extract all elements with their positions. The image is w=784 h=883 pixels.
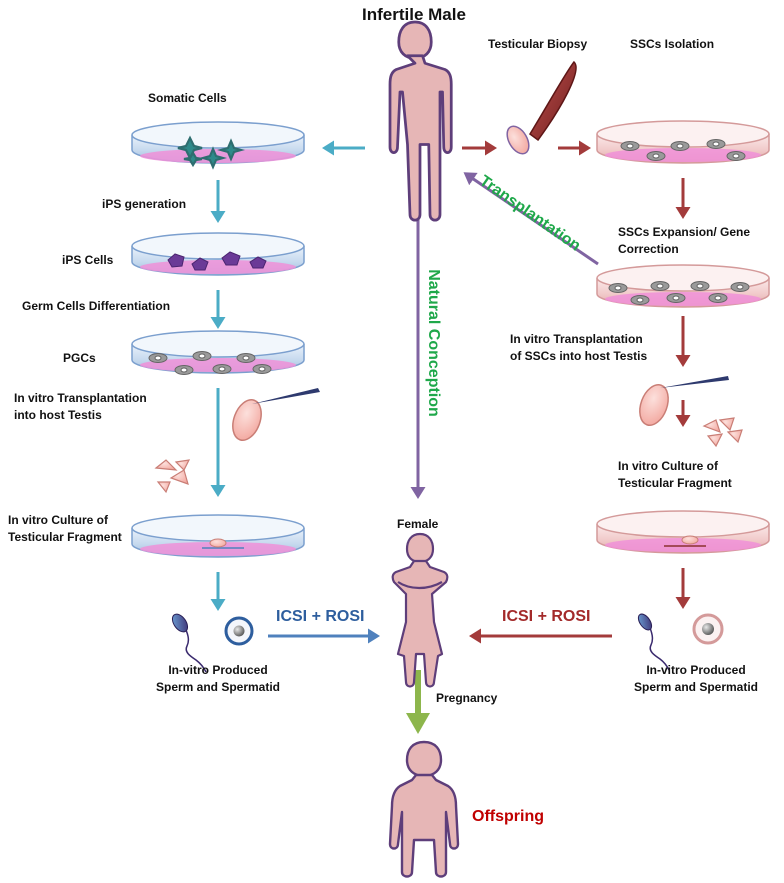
label-right-transplant: In vitro Transplantation of SSCs into ho… bbox=[510, 331, 647, 366]
label-right-produced-line2: Sperm and Spermatid bbox=[633, 680, 759, 695]
label-sscs-expansion-line1: SSCs Expansion/ Gene bbox=[618, 225, 751, 239]
ips-cell-icons bbox=[167, 251, 267, 271]
human-female-icon bbox=[391, 532, 449, 688]
label-right-transplant-line2: of SSCs into host Testis bbox=[510, 349, 648, 364]
testis-fragment-icon bbox=[209, 538, 227, 548]
label-pregnancy: Pregnancy bbox=[436, 691, 498, 705]
needle-icon-right bbox=[660, 376, 729, 388]
petri-dish-pgcs bbox=[131, 330, 305, 375]
sperm-icon-left bbox=[171, 613, 207, 673]
label-sscs-expansion-line2: Correction bbox=[618, 242, 679, 257]
label-female: Female bbox=[397, 517, 439, 531]
label-offspring: Offspring bbox=[472, 808, 544, 825]
human-male-icon bbox=[388, 20, 453, 222]
testis-fragment-icon bbox=[681, 535, 699, 545]
label-testicular-biopsy: Testicular Biopsy bbox=[488, 37, 588, 51]
label-natural-conception: Natural Conception bbox=[425, 269, 442, 417]
label-right-transplant-line1: In vitro Transplantation bbox=[510, 332, 643, 346]
label-left-produced: In-vitro Produced Sperm and Spermatid bbox=[138, 662, 298, 697]
label-left-transplant: In vitro Transplantation into host Testi… bbox=[14, 390, 147, 425]
pgc-cell-icons bbox=[148, 351, 272, 375]
petri-dish-culture-left bbox=[131, 514, 305, 558]
label-left-transplant-line1: In vitro Transplantation bbox=[14, 391, 147, 405]
title-infertile-male: Infertile Male bbox=[362, 5, 466, 24]
human-child-icon bbox=[388, 740, 460, 878]
arrow-transplantation bbox=[463, 172, 599, 266]
label-icsi-rosi-left: ICSI + ROSI bbox=[276, 608, 365, 625]
sperm-icon-right bbox=[637, 613, 670, 671]
label-sscs-isolation: SSCs Isolation bbox=[630, 37, 715, 51]
label-ips-generation: iPS generation bbox=[102, 197, 187, 211]
arrows bbox=[210, 140, 691, 734]
label-right-produced-line1: In-vitro Produced bbox=[646, 663, 746, 677]
biopsy-icon bbox=[506, 60, 577, 155]
petri-dish-ips bbox=[131, 232, 305, 276]
petri-dish-culture-right bbox=[596, 510, 770, 554]
label-right-culture: In vitro Culture of Testicular Fragment bbox=[618, 458, 732, 493]
petri-dish-somatic bbox=[131, 121, 305, 170]
label-sscs-expansion: SSCs Expansion/ Gene Correction bbox=[618, 224, 750, 259]
label-left-culture: In vitro Culture of Testicular Fragment bbox=[8, 512, 122, 547]
label-icsi-rosi-right: ICSI + ROSI bbox=[502, 608, 591, 625]
label-left-transplant-line2: into host Testis bbox=[14, 408, 102, 423]
needle-icon-left bbox=[252, 388, 320, 404]
label-germ-cells-differentiation: Germ Cells Differentiation bbox=[22, 299, 171, 313]
petri-dish-expansion bbox=[596, 264, 770, 308]
testis-fragments-left bbox=[154, 459, 191, 494]
spermatid-icon-left bbox=[224, 616, 254, 646]
label-pgcs: PGCs bbox=[63, 351, 96, 365]
label-right-produced: In-vitro Produced Sperm and Spermatid bbox=[616, 662, 776, 697]
testis-fragments-right bbox=[702, 417, 743, 448]
label-right-culture-line1: In vitro Culture of bbox=[618, 459, 718, 473]
somatic-cell-icons bbox=[177, 135, 246, 170]
testis-icon-biopsy bbox=[506, 125, 530, 155]
label-right-culture-line2: Testicular Fragment bbox=[618, 476, 732, 491]
label-left-culture-line1: In vitro Culture of bbox=[8, 513, 108, 527]
label-left-culture-line2: Testicular Fragment bbox=[8, 530, 122, 545]
label-ips-cells: iPS Cells bbox=[62, 253, 114, 267]
testis-icon-left bbox=[232, 388, 320, 441]
label-left-produced-line1: In-vitro Produced bbox=[168, 663, 268, 677]
label-somatic-cells: Somatic Cells bbox=[148, 91, 227, 105]
label-left-produced-line2: Sperm and Spermatid bbox=[155, 680, 281, 695]
petri-dish-isolation bbox=[596, 120, 770, 164]
spermatid-icon-right bbox=[692, 613, 724, 645]
testis-icon-right bbox=[639, 376, 729, 426]
